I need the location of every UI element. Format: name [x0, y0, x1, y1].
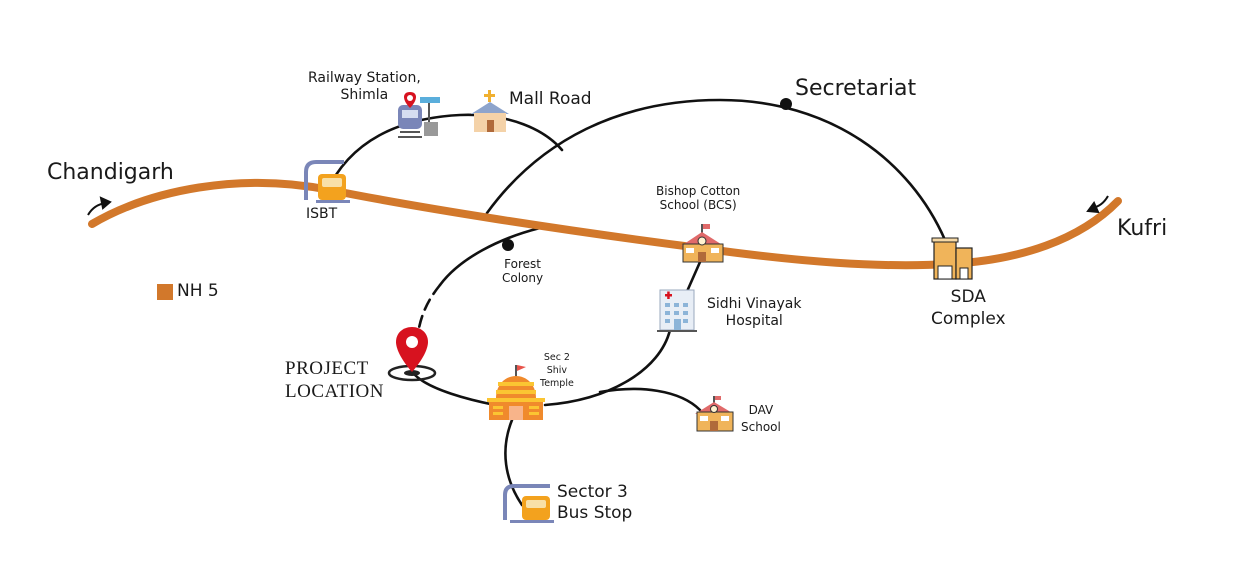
label-shiv-temple-line2: Shiv — [546, 364, 568, 376]
arrow-from-chandigarh-icon — [87, 196, 112, 216]
label-secretariat: Secretariat — [795, 76, 917, 101]
legend-swatch-nh5 — [157, 284, 173, 300]
road-temple-hospital — [543, 328, 672, 407]
secretariat-dot — [780, 98, 792, 110]
label-railway-station: Railway Station, Shimla — [308, 70, 421, 104]
label-bishop-cotton-line1: Bishop Cotton — [656, 184, 741, 198]
legend-label-nh5: NH 5 — [177, 281, 219, 301]
label-bus-stop-line1: Sector 3 — [557, 482, 628, 502]
label-bishop-cotton: Bishop Cotton School (BCS) — [656, 184, 740, 213]
road-temple-busstop — [504, 418, 524, 507]
railway-station-icon — [398, 92, 440, 138]
label-shiv-temple-line3: Temple — [540, 377, 574, 389]
mall-road-church-icon — [471, 90, 509, 132]
arrow-from-kufri-icon — [1086, 195, 1109, 214]
label-hospital-line1: Sidhi Vinayak — [707, 296, 802, 312]
label-bus-stop-line2: Bus Stop — [557, 503, 633, 524]
label-forest-colony: Forest Colony — [502, 257, 543, 286]
label-dav-school-line1: DAV — [748, 403, 774, 417]
label-dav-school: DAV School — [741, 402, 781, 436]
label-hospital-line2: Hospital — [725, 312, 783, 329]
forest-colony-dot — [502, 239, 514, 251]
label-shiv-temple: Sec 2 Shiv Temple — [540, 352, 574, 390]
label-sda-complex-line1: SDA — [950, 287, 986, 307]
label-kufri: Kufri — [1117, 216, 1168, 241]
road-temple-dav — [598, 387, 702, 412]
label-sda-complex: SDA Complex — [931, 286, 1006, 330]
hospital-icon — [657, 289, 697, 332]
sda-complex-icon — [931, 237, 973, 280]
project-location-pin-icon — [387, 327, 437, 382]
isbt-bus-icon — [304, 160, 350, 203]
label-project-location-line2: LOCATION — [285, 380, 384, 402]
road-secretariat-arc — [485, 98, 947, 242]
shiv-temple-icon — [487, 365, 545, 420]
label-sda-complex-line2: Complex — [931, 309, 1006, 330]
highway-nh5 — [88, 178, 1122, 270]
dav-school-icon — [695, 396, 734, 432]
label-hospital: Sidhi Vinayak Hospital — [707, 296, 801, 330]
road-forest-colony — [438, 226, 542, 287]
label-railway-station-line1: Railway Station, — [308, 70, 421, 86]
label-project-location-line1: PROJECT — [285, 358, 369, 379]
road-isbt-railway-mallroad — [324, 113, 564, 195]
bishop-cotton-school-icon — [681, 224, 724, 263]
label-railway-station-line2: Shimla — [340, 86, 389, 103]
label-shiv-temple-line1: Sec 2 — [543, 352, 570, 363]
label-dav-school-line2: School — [741, 419, 781, 434]
label-forest-colony-line2: Colony — [502, 271, 544, 286]
label-project-location: PROJECT LOCATION — [285, 358, 384, 404]
label-forest-colony-line1: Forest — [504, 257, 541, 271]
sector3-bus-stop-icon — [503, 484, 554, 523]
label-chandigarh: Chandigarh — [47, 160, 174, 185]
label-isbt: ISBT — [306, 206, 338, 222]
label-mall-road: Mall Road — [509, 89, 592, 109]
label-bus-stop: Sector 3 Bus Stop — [557, 482, 632, 525]
label-bishop-cotton-line2: School (BCS) — [659, 198, 737, 213]
